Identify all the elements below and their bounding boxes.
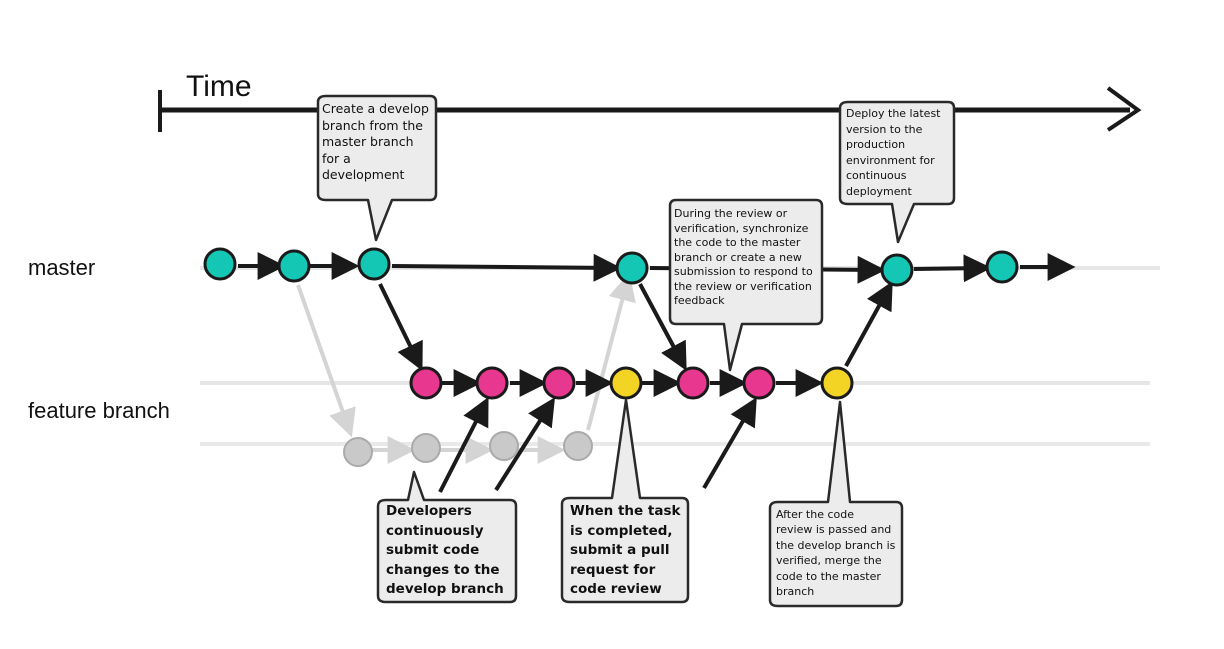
develop-commit [742, 366, 776, 400]
ghost-commit [489, 431, 519, 461]
master-commit [985, 250, 1019, 284]
master-commit [615, 251, 649, 285]
lane-label-master: master [28, 255, 96, 280]
review-commit [820, 366, 854, 400]
callout-bubble-review-sync [668, 198, 824, 372]
callout-bubble-merge-master [768, 400, 904, 608]
callout-pull-request: When the task is completed, submit a pul… [570, 503, 681, 598]
callout-bubbles [316, 94, 956, 608]
callout-deploy: Deploy the latest version to the product… [846, 107, 941, 198]
ghost-commit [343, 437, 373, 467]
develop-connections [378, 281, 893, 493]
master-commit [277, 249, 311, 283]
ghost-commits [343, 431, 593, 467]
review-commit [609, 366, 643, 400]
lane-label-feature: feature branch [28, 398, 170, 423]
time-axis [158, 86, 1142, 132]
develop-commit [409, 366, 443, 400]
master-commits [203, 247, 1019, 287]
master-commit [880, 253, 914, 287]
master-commit [203, 247, 237, 281]
callout-review-sync: During the review or verification, synch… [674, 207, 813, 307]
ghost-connections [296, 272, 636, 464]
master-commit [357, 247, 391, 281]
ghost-commit [563, 431, 593, 461]
callout-bubble-create-develop [316, 94, 438, 242]
callout-bubble-deploy [838, 100, 956, 244]
callout-bubble-continuous-submit [376, 470, 518, 604]
callout-continuous-submit: Developers continuously submit code chan… [386, 503, 504, 598]
callout-merge-master: After the code review is passed and the … [776, 508, 896, 599]
develop-commit [542, 366, 576, 400]
develop-commits [409, 366, 854, 400]
develop-commit [475, 366, 509, 400]
callout-create-develop: Create a develop branch from the master … [322, 101, 429, 183]
callout-bubble-pull-request [560, 398, 690, 604]
time-axis-label: Time [186, 70, 252, 103]
ghost-commit [411, 433, 441, 463]
develop-commit [676, 366, 710, 400]
